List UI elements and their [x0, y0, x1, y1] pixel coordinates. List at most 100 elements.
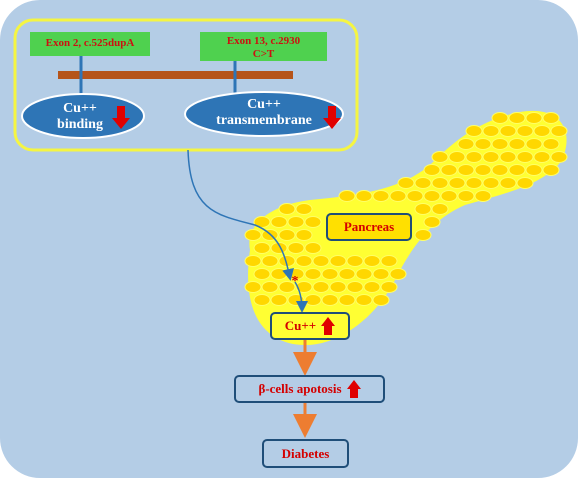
pancreas-cell — [525, 164, 543, 176]
pancreas-cell — [499, 125, 517, 137]
pancreas-cell — [372, 268, 390, 280]
pancreas-cell — [338, 190, 356, 202]
pancreas-cell — [516, 151, 534, 163]
pancreas-cell — [516, 125, 534, 137]
pancreas-cell — [499, 151, 517, 163]
pancreas-cell — [270, 242, 288, 254]
pancreas-cell — [414, 229, 432, 241]
pancreas-cell — [278, 229, 296, 241]
pancreas-cell — [253, 242, 271, 254]
pancreas-cell — [389, 190, 407, 202]
pancreas-cell — [465, 177, 483, 189]
copper-box: Cu++ — [270, 312, 350, 340]
pancreas-label: Pancreas — [326, 213, 412, 241]
pancreas-cell — [253, 268, 271, 280]
pancreas-cell — [295, 229, 313, 241]
transmembrane-label-line2: transmembrane — [216, 113, 312, 128]
pancreas-cell — [491, 112, 509, 124]
pancreas-cell — [244, 281, 262, 293]
pancreas-cell — [380, 255, 398, 267]
pancreas-cell — [550, 125, 568, 137]
pancreas-cell — [295, 203, 313, 215]
pancreas-cell — [355, 294, 373, 306]
exon13-label-line1: Exon 13, c.2930 — [226, 35, 301, 47]
pancreas-cell — [304, 268, 322, 280]
pancreas-cell — [423, 164, 441, 176]
pancreas-cell — [423, 216, 441, 228]
arrow-down-icon — [323, 106, 341, 129]
pancreas-cell — [244, 229, 262, 241]
gene-panel — [13, 18, 359, 152]
pancreas-cell — [440, 190, 458, 202]
pancreas-cell — [355, 190, 373, 202]
pancreas-cell — [431, 203, 449, 215]
pancreas-cell — [499, 177, 517, 189]
pancreas-cell — [261, 281, 279, 293]
pancreas-cell — [253, 216, 271, 228]
pancreas-cell — [270, 268, 288, 280]
pancreas-cell — [516, 177, 534, 189]
binding-label-line2: binding — [57, 117, 103, 132]
pancreas-cell — [508, 112, 526, 124]
exon13-label-line2: C>T — [252, 48, 275, 60]
pancreas-cell — [457, 138, 475, 150]
pancreas-cell — [448, 151, 466, 163]
pancreas-cell — [321, 268, 339, 280]
pancreas-cell — [244, 255, 262, 267]
pancreas-cell — [465, 151, 483, 163]
pancreas-cell — [533, 125, 551, 137]
pancreas-cell — [329, 281, 347, 293]
arrow-down-icon — [112, 106, 130, 129]
exon2-label: Exon 2, c.525dupA — [30, 37, 150, 50]
pancreas-cell — [372, 190, 390, 202]
pancreas-cell — [474, 138, 492, 150]
pancreas-cell — [533, 151, 551, 163]
pancreas-cell — [550, 151, 568, 163]
pancreas-cell — [423, 190, 441, 202]
pancreas-cell — [414, 203, 432, 215]
pancreas-cell — [321, 294, 339, 306]
pancreas-cell — [389, 268, 407, 280]
pancreas-cell — [525, 138, 543, 150]
pancreas-cell — [508, 138, 526, 150]
binding-label: Cu++ binding — [40, 100, 120, 134]
pancreas-cell — [542, 138, 560, 150]
pancreas-cell — [295, 255, 313, 267]
pancreas-cell — [474, 190, 492, 202]
pancreas-cell — [508, 164, 526, 176]
pancreas-cell — [253, 294, 271, 306]
pancreas-cell — [363, 255, 381, 267]
pancreas-cell — [397, 177, 415, 189]
pancreas-cell — [482, 177, 500, 189]
pancreas-cell — [525, 112, 543, 124]
pancreas-cell — [414, 177, 432, 189]
pancreas-cell — [346, 281, 364, 293]
pancreas-cell — [542, 164, 560, 176]
pancreas-cell — [338, 268, 356, 280]
pancreas-cell — [329, 255, 347, 267]
pancreas-cell — [431, 177, 449, 189]
arrow-up-icon — [346, 380, 361, 398]
protein-bar — [58, 71, 293, 79]
pancreas-cell — [542, 112, 560, 124]
pancreas-cell — [312, 255, 330, 267]
pancreas-cell — [457, 164, 475, 176]
apoptosis-box: β-cells apotosis — [234, 375, 385, 403]
pancreas-cell — [287, 242, 305, 254]
pancreas-cell — [270, 216, 288, 228]
pancreas-cell — [295, 281, 313, 293]
pancreas-cell — [474, 164, 492, 176]
pancreas-cells — [244, 112, 568, 306]
pancreas-cell — [482, 151, 500, 163]
pancreas-cell — [346, 255, 364, 267]
pancreas-cell — [261, 255, 279, 267]
binding-label-line1: Cu++ — [63, 101, 97, 116]
pancreas-cell — [304, 216, 322, 228]
pancreas-cell — [270, 294, 288, 306]
apoptosis-label: β-cells apotosis — [258, 381, 342, 396]
exon13-label: Exon 13, c.2930 C>T — [200, 35, 327, 61]
transmembrane-oval — [184, 91, 344, 137]
pancreas-cell — [287, 216, 305, 228]
diabetes-box: Diabetes — [262, 439, 349, 468]
pancreas-cell — [304, 242, 322, 254]
